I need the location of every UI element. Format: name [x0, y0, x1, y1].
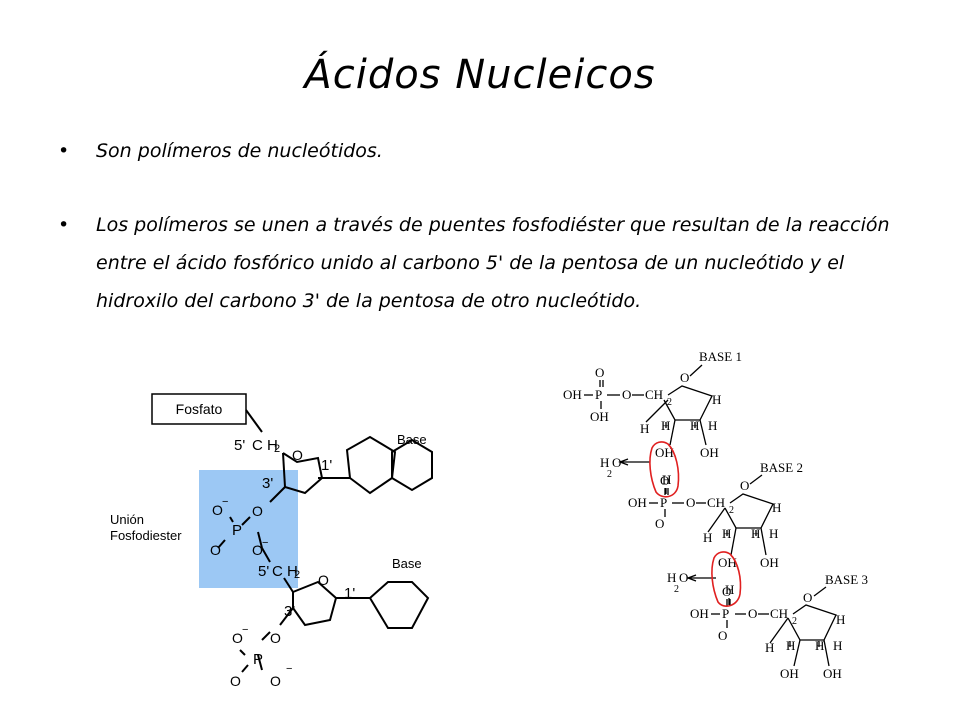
oh-label: OH — [628, 495, 647, 510]
o-label: O — [803, 590, 812, 605]
sub2-label: 2 — [607, 469, 612, 480]
o-label: O — [622, 387, 631, 402]
h-label: H — [712, 392, 721, 407]
o-label: O — [680, 370, 689, 385]
h2-top-sub: 2 — [274, 443, 280, 455]
o-bridge-1: O — [252, 503, 263, 519]
c1-bottom-label: 1' — [344, 585, 355, 602]
base-1-label: BASE 1 — [699, 349, 742, 364]
bullet-list: Son polímeros de nucleótidos. Los políme… — [58, 132, 918, 320]
o-label: O — [686, 495, 695, 510]
ch2-top-label: C H — [252, 437, 278, 454]
h-label: H — [836, 612, 845, 627]
c5-mid-label: 5' — [258, 563, 269, 580]
o-bridge-2: O — [270, 630, 281, 646]
c3-top-label: 3' — [262, 475, 273, 492]
h-label: H — [708, 418, 717, 433]
c5-top-label: 5' — [234, 437, 245, 454]
ch2-label: CH — [645, 387, 663, 402]
ring-o-bottom: O — [318, 572, 329, 588]
h-label: H — [833, 638, 842, 653]
h-label: H — [640, 421, 649, 436]
o-double-1: O — [210, 542, 221, 558]
h-label: H — [772, 500, 781, 515]
h-label: H — [662, 472, 671, 487]
oh-h-circle-2 — [711, 551, 742, 607]
h-label: H — [765, 640, 774, 655]
base-label-top: Base — [397, 432, 427, 447]
o-minus-1: O — [212, 502, 223, 518]
h2-mid-sub: 2 — [294, 569, 300, 581]
o-label: O — [748, 606, 757, 621]
phosphorus-2: P — [253, 651, 263, 668]
c1-top-label: 1' — [321, 457, 332, 474]
base-2-label: BASE 2 — [760, 460, 803, 475]
p-label: P — [595, 387, 602, 402]
o-minus-2: O — [252, 542, 263, 558]
oh-label: OH — [700, 445, 719, 460]
ch2-mid-label: C H — [272, 563, 298, 580]
p-label: P — [722, 606, 729, 621]
o-label: O — [722, 584, 731, 599]
h-label: H — [703, 530, 712, 545]
bullet-item: Los polímeros se unen a través de puente… — [58, 206, 918, 320]
o-label: O — [679, 570, 688, 585]
sub2-label: 2 — [674, 584, 679, 595]
phosphorus-1: P — [232, 522, 242, 539]
oh-h-circle-1 — [649, 441, 680, 498]
oh-label: OH — [760, 555, 779, 570]
oh-label: OH — [718, 555, 737, 570]
base-label-bottom: Base — [392, 556, 422, 571]
o-label: O — [718, 628, 727, 643]
h2o-label: H — [667, 570, 676, 585]
minus-sign-1: − — [222, 496, 228, 508]
h-label: H — [769, 526, 778, 541]
o-label: O — [660, 473, 669, 488]
h-label: H — [815, 638, 824, 653]
o-minus-3: O — [232, 630, 243, 646]
oh-label: OH — [655, 445, 674, 460]
sub2-label: 2 — [667, 397, 672, 408]
o-label: O — [655, 516, 664, 531]
ring-o-top: O — [292, 447, 303, 463]
sub2-label: 2 — [792, 616, 797, 627]
link-label-2: Fosfodiester — [110, 528, 182, 543]
h-label: H — [725, 582, 734, 597]
minus-sign-3: − — [242, 624, 248, 636]
oh-label: OH — [823, 666, 842, 681]
o-double-2: O — [230, 673, 241, 689]
phosphate-label: Fosfato — [176, 401, 223, 417]
o-minus-4: O — [270, 673, 281, 689]
h2o-label: H — [600, 455, 609, 470]
o-label: O — [740, 478, 749, 493]
oh-label: OH — [780, 666, 799, 681]
link-label-1: Unión — [110, 512, 144, 527]
sub2-label: 2 — [729, 505, 734, 516]
minus-sign-2: − — [262, 537, 268, 549]
c3-bottom-label: 3' — [284, 603, 295, 620]
minus-sign-4: − — [286, 663, 292, 675]
oh-label: OH — [690, 606, 709, 621]
p-label: P — [660, 495, 667, 510]
slide-title: Ácidos Nucleicos — [304, 52, 656, 98]
oh-label: OH — [590, 409, 609, 424]
ch2-label: CH — [770, 606, 788, 621]
phosphate-box — [151, 393, 247, 425]
base-3-label: BASE 3 — [825, 572, 868, 587]
o-label: O — [595, 365, 604, 380]
h-label: H — [786, 638, 795, 653]
bullet-item: Son polímeros de nucleótidos. — [58, 132, 918, 170]
ch2-label: CH — [707, 495, 725, 510]
o-label: O — [612, 455, 621, 470]
oh-label: OH — [563, 387, 582, 402]
